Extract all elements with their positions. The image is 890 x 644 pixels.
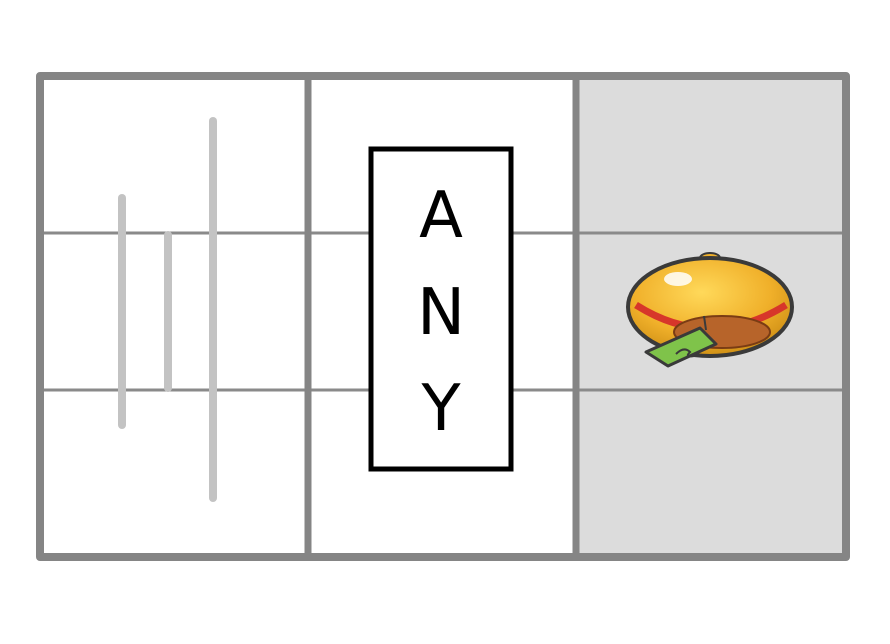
any-letter-1: A (419, 179, 463, 253)
bell-paper-strip (644, 326, 718, 368)
reel-1-background (40, 76, 308, 557)
strip-string (703, 315, 707, 331)
bell-highlight (664, 272, 692, 286)
any-letter-2: N (417, 276, 465, 350)
any-letter-3: Y (420, 372, 461, 446)
strip-mark (675, 348, 695, 358)
any-symbol-box: A N Y (368, 146, 514, 472)
any-box-border (368, 146, 514, 472)
grid-frame (36, 72, 850, 561)
wind-chime-bell-icon (626, 252, 794, 368)
reel-1-payline-markers (118, 117, 217, 502)
